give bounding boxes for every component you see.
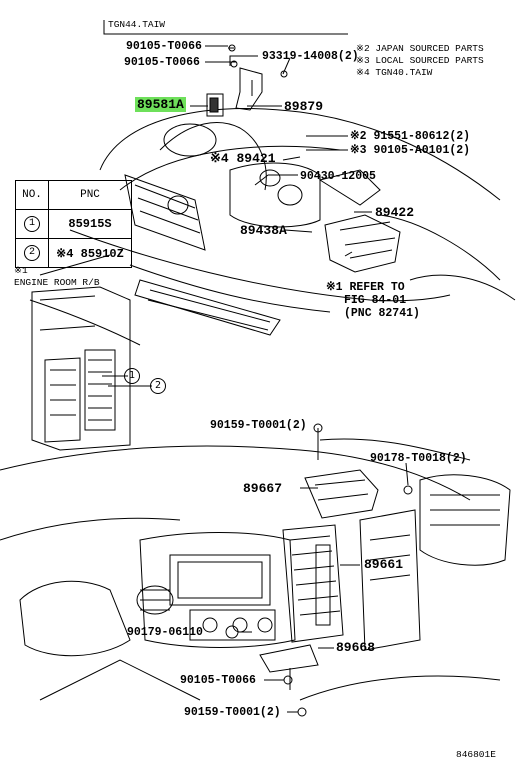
pnc-value[interactable]: ※4 85910Z xyxy=(48,238,132,268)
table-row: 2 ※4 85910Z xyxy=(15,238,132,268)
highlighted-part: 89581A xyxy=(135,97,186,112)
legend-item: ※4 TGN40.TAIW xyxy=(356,67,433,78)
part-91551-80612[interactable]: ※2 91551-80612(2) xyxy=(350,130,471,143)
table-row: 1 85915S xyxy=(15,209,132,239)
part-89879[interactable]: 89879 xyxy=(284,99,324,114)
part-90105-T0066[interactable]: 90105-T0066 xyxy=(180,674,256,687)
part-90179-06110[interactable]: 90179-06110 xyxy=(127,626,203,639)
part-89581A[interactable]: 89581A xyxy=(135,97,186,112)
engine-room-title: ENGINE ROOM R/B xyxy=(14,277,100,288)
part-89438A[interactable]: 89438A xyxy=(240,223,287,238)
table-header-no: NO. xyxy=(15,180,49,210)
part-90178-T0018[interactable]: 90178-T0018(2) xyxy=(370,452,467,465)
pnc-table: NO. PNC 1 85915S 2 ※4 85910Z xyxy=(15,180,132,268)
engine-room-mark: ※1 xyxy=(14,265,28,276)
callout-2: 2 xyxy=(150,378,166,394)
part-90105-T0066[interactable]: 90105-T0066 xyxy=(124,56,200,69)
part-89668[interactable]: 89668 xyxy=(336,640,376,655)
part-90159-T0001[interactable]: 90159-T0001(2) xyxy=(210,419,307,432)
part-90105-A0101[interactable]: ※3 90105-A0101(2) xyxy=(350,144,471,157)
part-89667[interactable]: 89667 xyxy=(243,481,283,496)
part-90105-T0066[interactable]: 90105-T0066 xyxy=(126,40,202,53)
part-90159-T0001[interactable]: 90159-T0001(2) xyxy=(184,706,281,719)
refer-pnc: (PNC 82741) xyxy=(344,307,420,320)
refer-fig[interactable]: FIG 84-01 xyxy=(344,294,407,307)
header-label: TGN44.TAIW xyxy=(108,19,166,30)
part-89661[interactable]: 89661 xyxy=(364,557,404,572)
diagram-code: 846801E xyxy=(456,749,496,760)
part-93319-14008[interactable]: 93319-14008(2) xyxy=(262,50,359,63)
callout-1: 1 xyxy=(124,368,140,384)
part-89421[interactable]: ※4 89421 xyxy=(210,151,276,166)
callout-number: 1 xyxy=(24,216,40,232)
refer-note: ※1 REFER TO xyxy=(326,281,405,294)
callout-number: 2 xyxy=(24,245,40,261)
legend: ※2 JAPAN SOURCED PARTS ※3 LOCAL SOURCED … xyxy=(356,43,484,79)
legend-item: ※2 JAPAN SOURCED PARTS xyxy=(356,43,484,54)
legend-item: ※3 LOCAL SOURCED PARTS xyxy=(356,55,484,66)
pnc-value[interactable]: 85915S xyxy=(48,209,132,239)
part-90430-12005[interactable]: 90430-12005 xyxy=(300,170,376,183)
table-header-pnc: PNC xyxy=(48,180,132,210)
part-89422[interactable]: 89422 xyxy=(375,205,415,220)
